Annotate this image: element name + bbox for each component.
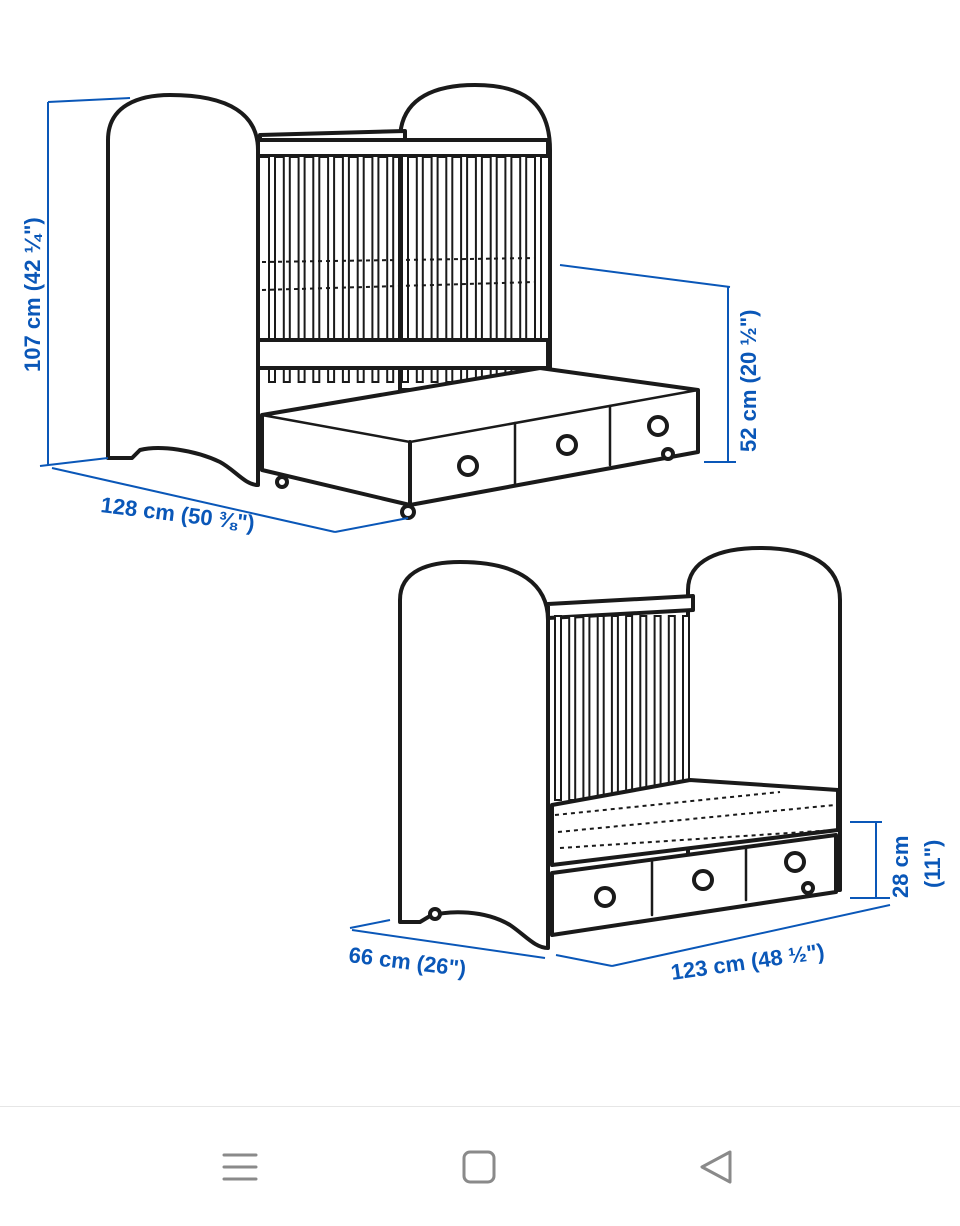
crib-slat (282, 155, 291, 383)
crib-slat (356, 155, 365, 383)
navigation-bar (0, 1106, 960, 1226)
bed-length-label: 123 cm (48 ½") (669, 939, 826, 985)
crib-slat (625, 615, 634, 801)
crib-slat (327, 155, 336, 383)
crib-slat (568, 615, 577, 801)
crib-illustration (106, 83, 700, 520)
back-icon (700, 1150, 732, 1184)
crib-slat (582, 615, 591, 801)
home-icon (462, 1150, 496, 1184)
crib-slat (554, 615, 562, 801)
crib-slat (639, 615, 648, 801)
home-button[interactable] (439, 1137, 519, 1197)
crib-slat (297, 155, 306, 383)
crib-rail-height-label: 52 cm (20 ½") (736, 309, 761, 452)
bed-height-cm-label: 28 cm (888, 836, 913, 898)
crib-slat (667, 615, 676, 801)
crib-slat (268, 155, 276, 383)
crib-slat (596, 615, 605, 801)
bed-dimension-lines (349, 821, 891, 967)
crib-slat (682, 615, 690, 801)
product-dimension-drawing: 107 cm (42 ¼") 128 cm (50 ⅜") 52 cm (20 … (20, 83, 945, 985)
crib-slat (312, 155, 321, 383)
crib-dimension-lines (39, 97, 736, 533)
crib-slat (371, 155, 380, 383)
crib-slat (653, 615, 662, 801)
recents-button[interactable] (200, 1137, 280, 1197)
bed-height-in-label: (11") (920, 840, 945, 888)
recents-icon (222, 1153, 258, 1181)
back-button[interactable] (676, 1137, 756, 1197)
crib-length-label: 128 cm (50 ⅜") (99, 492, 256, 536)
crib-slat (341, 155, 350, 383)
crib-slat (430, 155, 439, 383)
crib-slat (415, 155, 424, 383)
toddler-bed-illustration (398, 546, 842, 950)
bed-depth-label: 66 cm (26") (347, 942, 467, 981)
crib-slat (386, 155, 395, 383)
crib-slat (610, 615, 619, 801)
crib-height-label: 107 cm (42 ¼") (20, 217, 45, 372)
crib-slat (401, 155, 409, 383)
